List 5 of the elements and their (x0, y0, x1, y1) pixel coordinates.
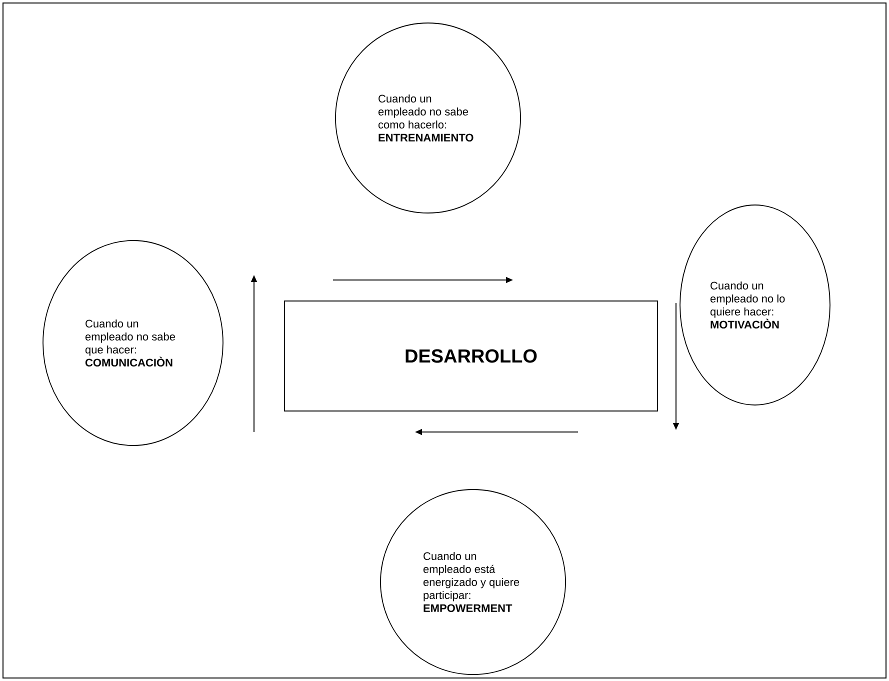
circle-node: Cuando un empleado no sabe que hacer: COMUNICACIÒN (42, 240, 224, 446)
process-box: DESARROLLO (284, 300, 658, 412)
circle-node: Cuando un empleado no lo quiere hacer: MOTIVACIÒN (680, 204, 830, 406)
circle-node: Cuando un empleado no sabe como hacerlo: ENTRENAMIENTO (335, 22, 521, 214)
circle-node: Cuando un empleado está energizado y quiere participar: EMPOWERMENT (380, 489, 566, 675)
